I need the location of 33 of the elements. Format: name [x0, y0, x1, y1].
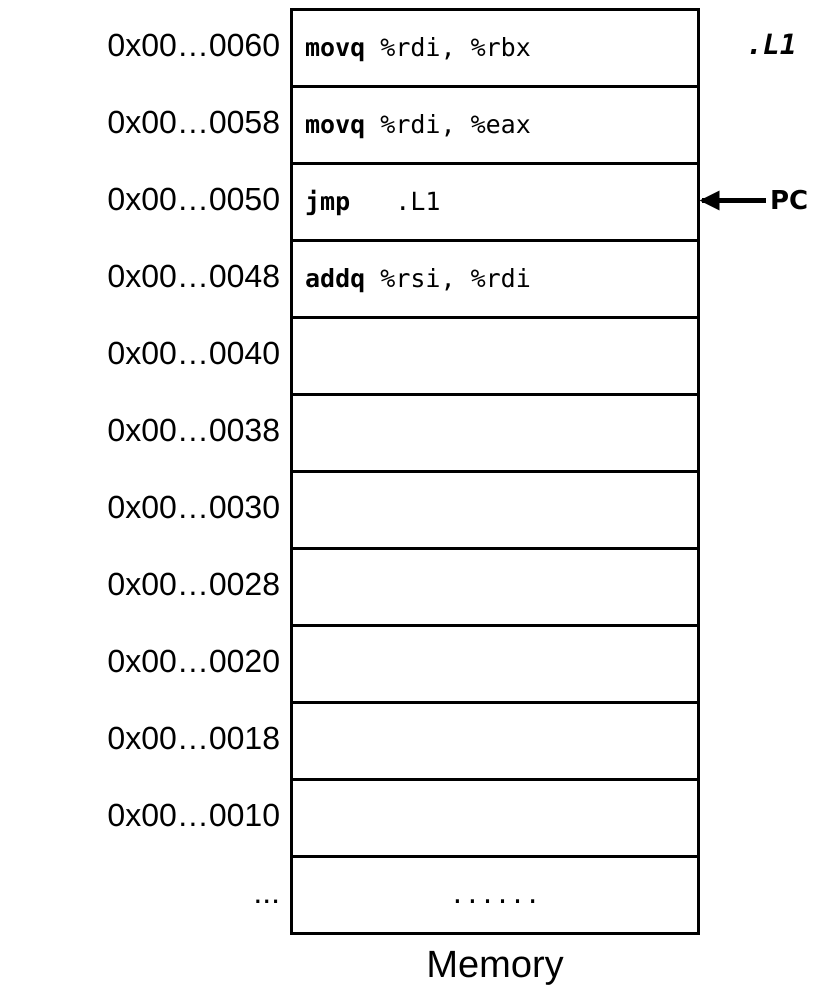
memory-caption: Memory — [425, 946, 565, 984]
memory-cell — [290, 85, 700, 165]
address-label: 0x00…0048 — [107, 260, 280, 292]
memory-cell — [290, 316, 700, 396]
memory-cell — [290, 470, 700, 550]
memory-cell — [290, 547, 700, 627]
memory-cell — [290, 239, 700, 319]
address-label: 0x00…0020 — [107, 644, 280, 676]
memory-cell — [290, 393, 700, 473]
memory-cell — [290, 855, 700, 935]
memory-cell — [290, 701, 700, 781]
address-label: 0x00…0050 — [107, 182, 280, 214]
address-label: 0x00…0028 — [107, 568, 280, 600]
pc-label: PC — [770, 180, 808, 220]
memory-cell — [290, 162, 700, 242]
address-label: ... — [253, 876, 280, 908]
address-label: 0x00…0058 — [107, 106, 280, 138]
address-label: 0x00…0010 — [107, 798, 280, 830]
arrow — [700, 190, 766, 210]
address-label: 0x00…0038 — [107, 414, 280, 446]
address-label: 0x00…0018 — [107, 722, 280, 754]
address-label: 0x00…0030 — [107, 490, 280, 522]
address-label: 0x00…0060 — [107, 28, 280, 60]
jump-target-label: .L1 — [746, 30, 797, 58]
instruction-text: addq %rsi, %rdi — [305, 263, 531, 296]
instruction-text: movq %rdi, %rbx — [305, 32, 531, 64]
address-label: 0x00…0040 — [107, 336, 280, 368]
instruction-text: ...... — [450, 879, 540, 912]
memory-cell — [290, 624, 700, 704]
instruction-text: movq %rdi, %eax — [305, 109, 531, 142]
memory-cell — [290, 778, 700, 858]
memory-cell — [290, 8, 700, 88]
instruction-text: jmp .L1 — [305, 186, 440, 218]
